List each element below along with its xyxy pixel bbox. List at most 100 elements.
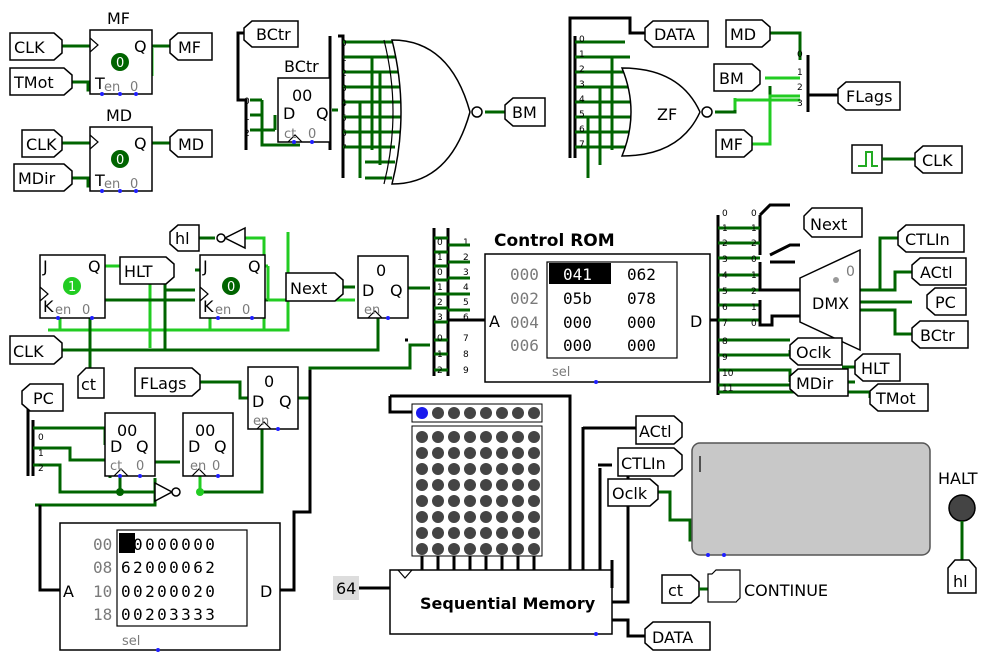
clock-source[interactable]: [851, 144, 883, 174]
svg-text:0: 0: [579, 35, 585, 45]
svg-text:1: 1: [751, 271, 757, 281]
led-dot: [496, 511, 508, 523]
svg-text:004: 004: [510, 313, 539, 332]
svg-text:MF: MF: [178, 38, 201, 57]
junction-dot: [116, 488, 124, 496]
md-input-pin[interactable]: MD: [725, 19, 771, 48]
svg-text:0: 0: [341, 39, 347, 49]
hl-output-pin: hl: [169, 224, 200, 252]
pc-counter-2[interactable]: 00 D Q en 0: [182, 412, 234, 478]
bm-input-pin[interactable]: BM: [713, 63, 761, 92]
svg-text:1: 1: [463, 238, 469, 248]
svg-text:1: 1: [797, 68, 803, 78]
jk-flipflop-2[interactable]: 0 J Q K en 0: [199, 254, 266, 320]
svg-text:1: 1: [68, 280, 76, 295]
led-dot: [416, 463, 428, 475]
svg-text:3: 3: [341, 84, 347, 94]
svg-text:1: 1: [437, 283, 443, 293]
svg-text:Q: Q: [134, 37, 147, 56]
svg-text:TMot: TMot: [13, 73, 54, 92]
md-flipflop[interactable]: 0 Q T en 0: [89, 126, 153, 193]
oclk-output-pin: Oclk: [789, 337, 843, 366]
pc-bit-splitter: 0 1 2: [38, 433, 44, 474]
actl-input-pin[interactable]: ACtl: [635, 415, 683, 445]
led-dot: [448, 447, 460, 459]
ram-row: 00203333: [121, 605, 217, 624]
svg-text:CLK: CLK: [14, 38, 45, 57]
svg-text:Sequential Memory: Sequential Memory: [420, 594, 596, 613]
jk-flipflop-1[interactable]: 1 J Q K en 0: [39, 254, 106, 320]
svg-text:5: 5: [341, 114, 347, 124]
svg-text:ct: ct: [668, 581, 683, 600]
svg-text:D: D: [362, 281, 374, 300]
led-dot: [512, 511, 524, 523]
led-dot: [448, 495, 460, 507]
next-input-pin[interactable]: Next: [285, 272, 344, 302]
mf-flipflop[interactable]: 0 Q T en 0: [89, 29, 153, 96]
mf-input-pin[interactable]: MF: [715, 129, 753, 158]
svg-text:J: J: [42, 257, 48, 276]
svg-text:MDir: MDir: [18, 169, 56, 188]
tty-terminal[interactable]: [691, 442, 931, 557]
ct-input-pin[interactable]: ct: [661, 574, 700, 604]
svg-text:000: 000: [563, 313, 592, 332]
svg-text:9: 9: [463, 366, 469, 376]
oclk-input-pin[interactable]: Oclk: [607, 478, 659, 507]
svg-text:4: 4: [722, 271, 728, 281]
led-dot: [480, 527, 492, 539]
led-dot: [480, 407, 492, 419]
svg-text:2: 2: [797, 83, 803, 93]
svg-text:MD: MD: [730, 25, 756, 44]
led-dot: [480, 479, 492, 491]
bctr-counter[interactable]: 00 D Q ct 0: [277, 77, 331, 144]
led-dot: [496, 527, 508, 539]
svg-text:ct: ct: [81, 375, 96, 394]
svg-text:2: 2: [463, 253, 469, 263]
continue-button[interactable]: CONTINUE: [707, 569, 828, 603]
svg-text:Next: Next: [810, 215, 847, 234]
ram-block[interactable]: A D sel 00 08 10 18 00000000 62000062 00…: [59, 522, 281, 652]
hlt-input-pin[interactable]: HLT: [119, 256, 175, 285]
svg-text:00: 00: [195, 421, 215, 440]
mdir-input-pin[interactable]: MDir: [13, 163, 73, 192]
led-dot: [496, 407, 508, 419]
svg-text:en: en: [215, 303, 231, 318]
led-dot: [416, 431, 428, 443]
d-flipflop-flags[interactable]: 0 D Q en: [247, 366, 299, 431]
led-dot: [448, 463, 460, 475]
ct-output-pin: ct: [77, 367, 105, 399]
pc-counter-1[interactable]: 00 D Q ct 0: [104, 412, 156, 478]
d-flipflop-next[interactable]: 0 D Q en: [357, 255, 409, 320]
svg-text:0: 0: [308, 127, 316, 142]
control-rom[interactable]: A D sel 000 002 004 006 041 062 05b 078 …: [484, 253, 711, 384]
not-gate-pc: [154, 481, 181, 503]
svg-text:BCtr: BCtr: [256, 25, 291, 44]
svg-text:2: 2: [38, 464, 44, 474]
led-dot: [448, 407, 460, 419]
flags-input-pin[interactable]: FLags: [134, 367, 201, 397]
led-dot: [480, 463, 492, 475]
svg-text:D: D: [188, 437, 200, 456]
pc-input-pin[interactable]: PC: [21, 383, 64, 412]
svg-text:1: 1: [751, 303, 757, 313]
svg-text:DATA: DATA: [652, 628, 693, 647]
data-input-pin[interactable]: DATA: [644, 20, 709, 48]
svg-text:7: 7: [463, 334, 469, 344]
ram-section: A D sel 00 08 10 18 00000000 62000062 00…: [59, 338, 408, 652]
clk-input-pin-md[interactable]: CLK: [21, 129, 63, 158]
svg-text:078: 078: [627, 289, 656, 308]
bctr-input-pin[interactable]: BCtr: [243, 20, 299, 48]
svg-text:2: 2: [751, 239, 757, 249]
sequential-memory[interactable]: Sequential Memory: [389, 569, 613, 636]
svg-text:000: 000: [510, 265, 539, 284]
tmot-output-pin: TMot: [869, 383, 929, 412]
tmot-input-pin[interactable]: TMot: [9, 67, 73, 96]
led-dot: [416, 447, 428, 459]
clk-main-input-pin[interactable]: CLK: [9, 335, 63, 365]
hl-input-pin[interactable]: hl: [947, 559, 977, 594]
clk-input-pin-mf[interactable]: CLK: [9, 32, 63, 61]
led-dot: [496, 463, 508, 475]
svg-text:1: 1: [341, 54, 347, 64]
ctlin-input-pin[interactable]: CTLIn: [617, 447, 683, 477]
svg-text:D: D: [260, 582, 272, 601]
